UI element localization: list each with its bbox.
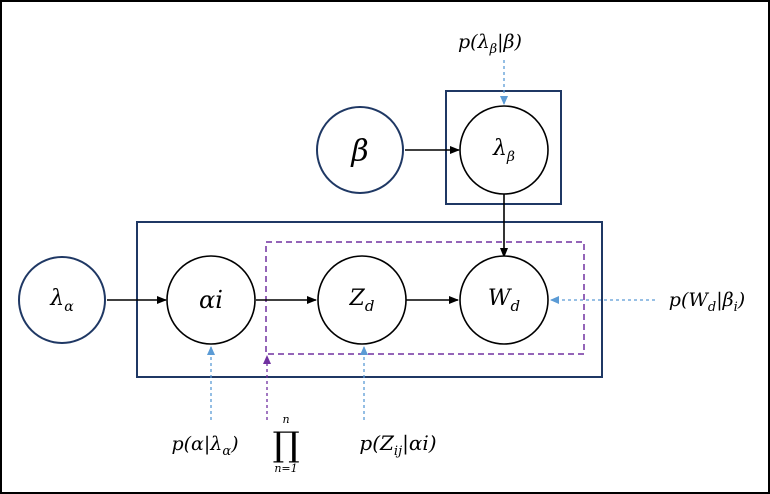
node-wd-label: Wd xyxy=(488,286,520,315)
product-notation: n ∏ n=1 xyxy=(272,413,299,475)
product-upper: n xyxy=(282,413,289,426)
annot-p-alpha: p(α|λα) xyxy=(171,433,238,459)
node-zd: Zd xyxy=(317,255,407,345)
node-lambda-beta-label: λβ xyxy=(492,136,515,165)
annot-p-z: p(Zij|αi) xyxy=(359,431,436,459)
node-alpha-i-label: αi xyxy=(199,286,223,314)
node-beta: β xyxy=(316,106,404,194)
product-lower: n=1 xyxy=(274,462,297,475)
product-symbol: ∏ xyxy=(272,425,299,465)
node-beta-label: β xyxy=(350,134,368,169)
node-wd: Wd xyxy=(459,255,549,345)
annot-p-lambda-beta: p(λβ|β) xyxy=(458,31,522,57)
inner-dashed-plate xyxy=(265,241,585,355)
annot-p-w: p(Wd|βi) xyxy=(669,289,745,315)
node-lambda-alpha: λα xyxy=(18,256,106,344)
node-zd-label: Zd xyxy=(349,286,375,315)
node-alpha-i: αi xyxy=(166,255,256,345)
node-lambda-alpha-label: λα xyxy=(49,286,74,315)
node-lambda-beta: λβ xyxy=(459,105,549,195)
